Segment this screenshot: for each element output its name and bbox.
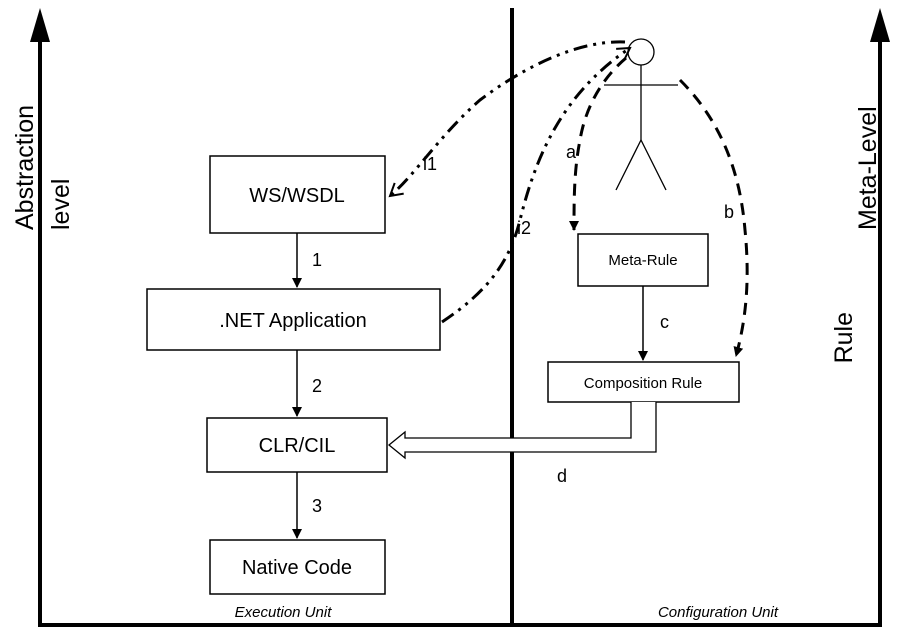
right-axis-label-line2: Meta-Level [854,106,882,230]
net-application-box [146,288,441,351]
configuration-unit-label: Configuration Unit [658,604,779,621]
right-axis-label-line1: Rule [830,312,858,363]
edge-label-c: c [660,312,669,332]
edge-label-1: 1 [312,250,322,270]
execution-unit-label: Execution Unit [235,604,333,621]
clr-cil-label: CLR/CIL [259,435,336,457]
arrow-a [569,56,627,231]
clr-cil-box [206,417,388,473]
arrow-i2 [441,46,632,324]
edge-label-i2: i2 [517,218,531,238]
meta-rule-label: Meta-Rule [608,252,677,269]
edge-label-b: b [724,202,734,222]
arrow-b [678,78,749,357]
edge-label-i1: i1 [423,154,437,174]
ws-wsdl-label: WS/WSDL [249,185,345,207]
left-axis-arrowhead [30,8,50,42]
native-code-label: Native Code [242,557,352,579]
edge-label-2: 2 [312,376,322,396]
ws-wsdl-box [209,155,386,234]
arrow-d [387,402,657,460]
net-application-label: .NET Application [219,310,367,332]
user-figure [604,38,678,191]
composition-rule-box [547,361,740,403]
arrow-i1 [388,40,626,198]
composition-rule-label: Composition Rule [584,375,702,392]
edge-label-a: a [566,142,577,162]
meta-rule-box [577,233,709,287]
edge-label-3: 3 [312,496,322,516]
left-axis-label-line1: Abstraction [11,105,39,230]
native-code-box [209,539,386,595]
right-axis-arrowhead [870,8,890,42]
edge-label-d: d [557,466,567,486]
left-axis-label-line2: level [47,179,75,230]
